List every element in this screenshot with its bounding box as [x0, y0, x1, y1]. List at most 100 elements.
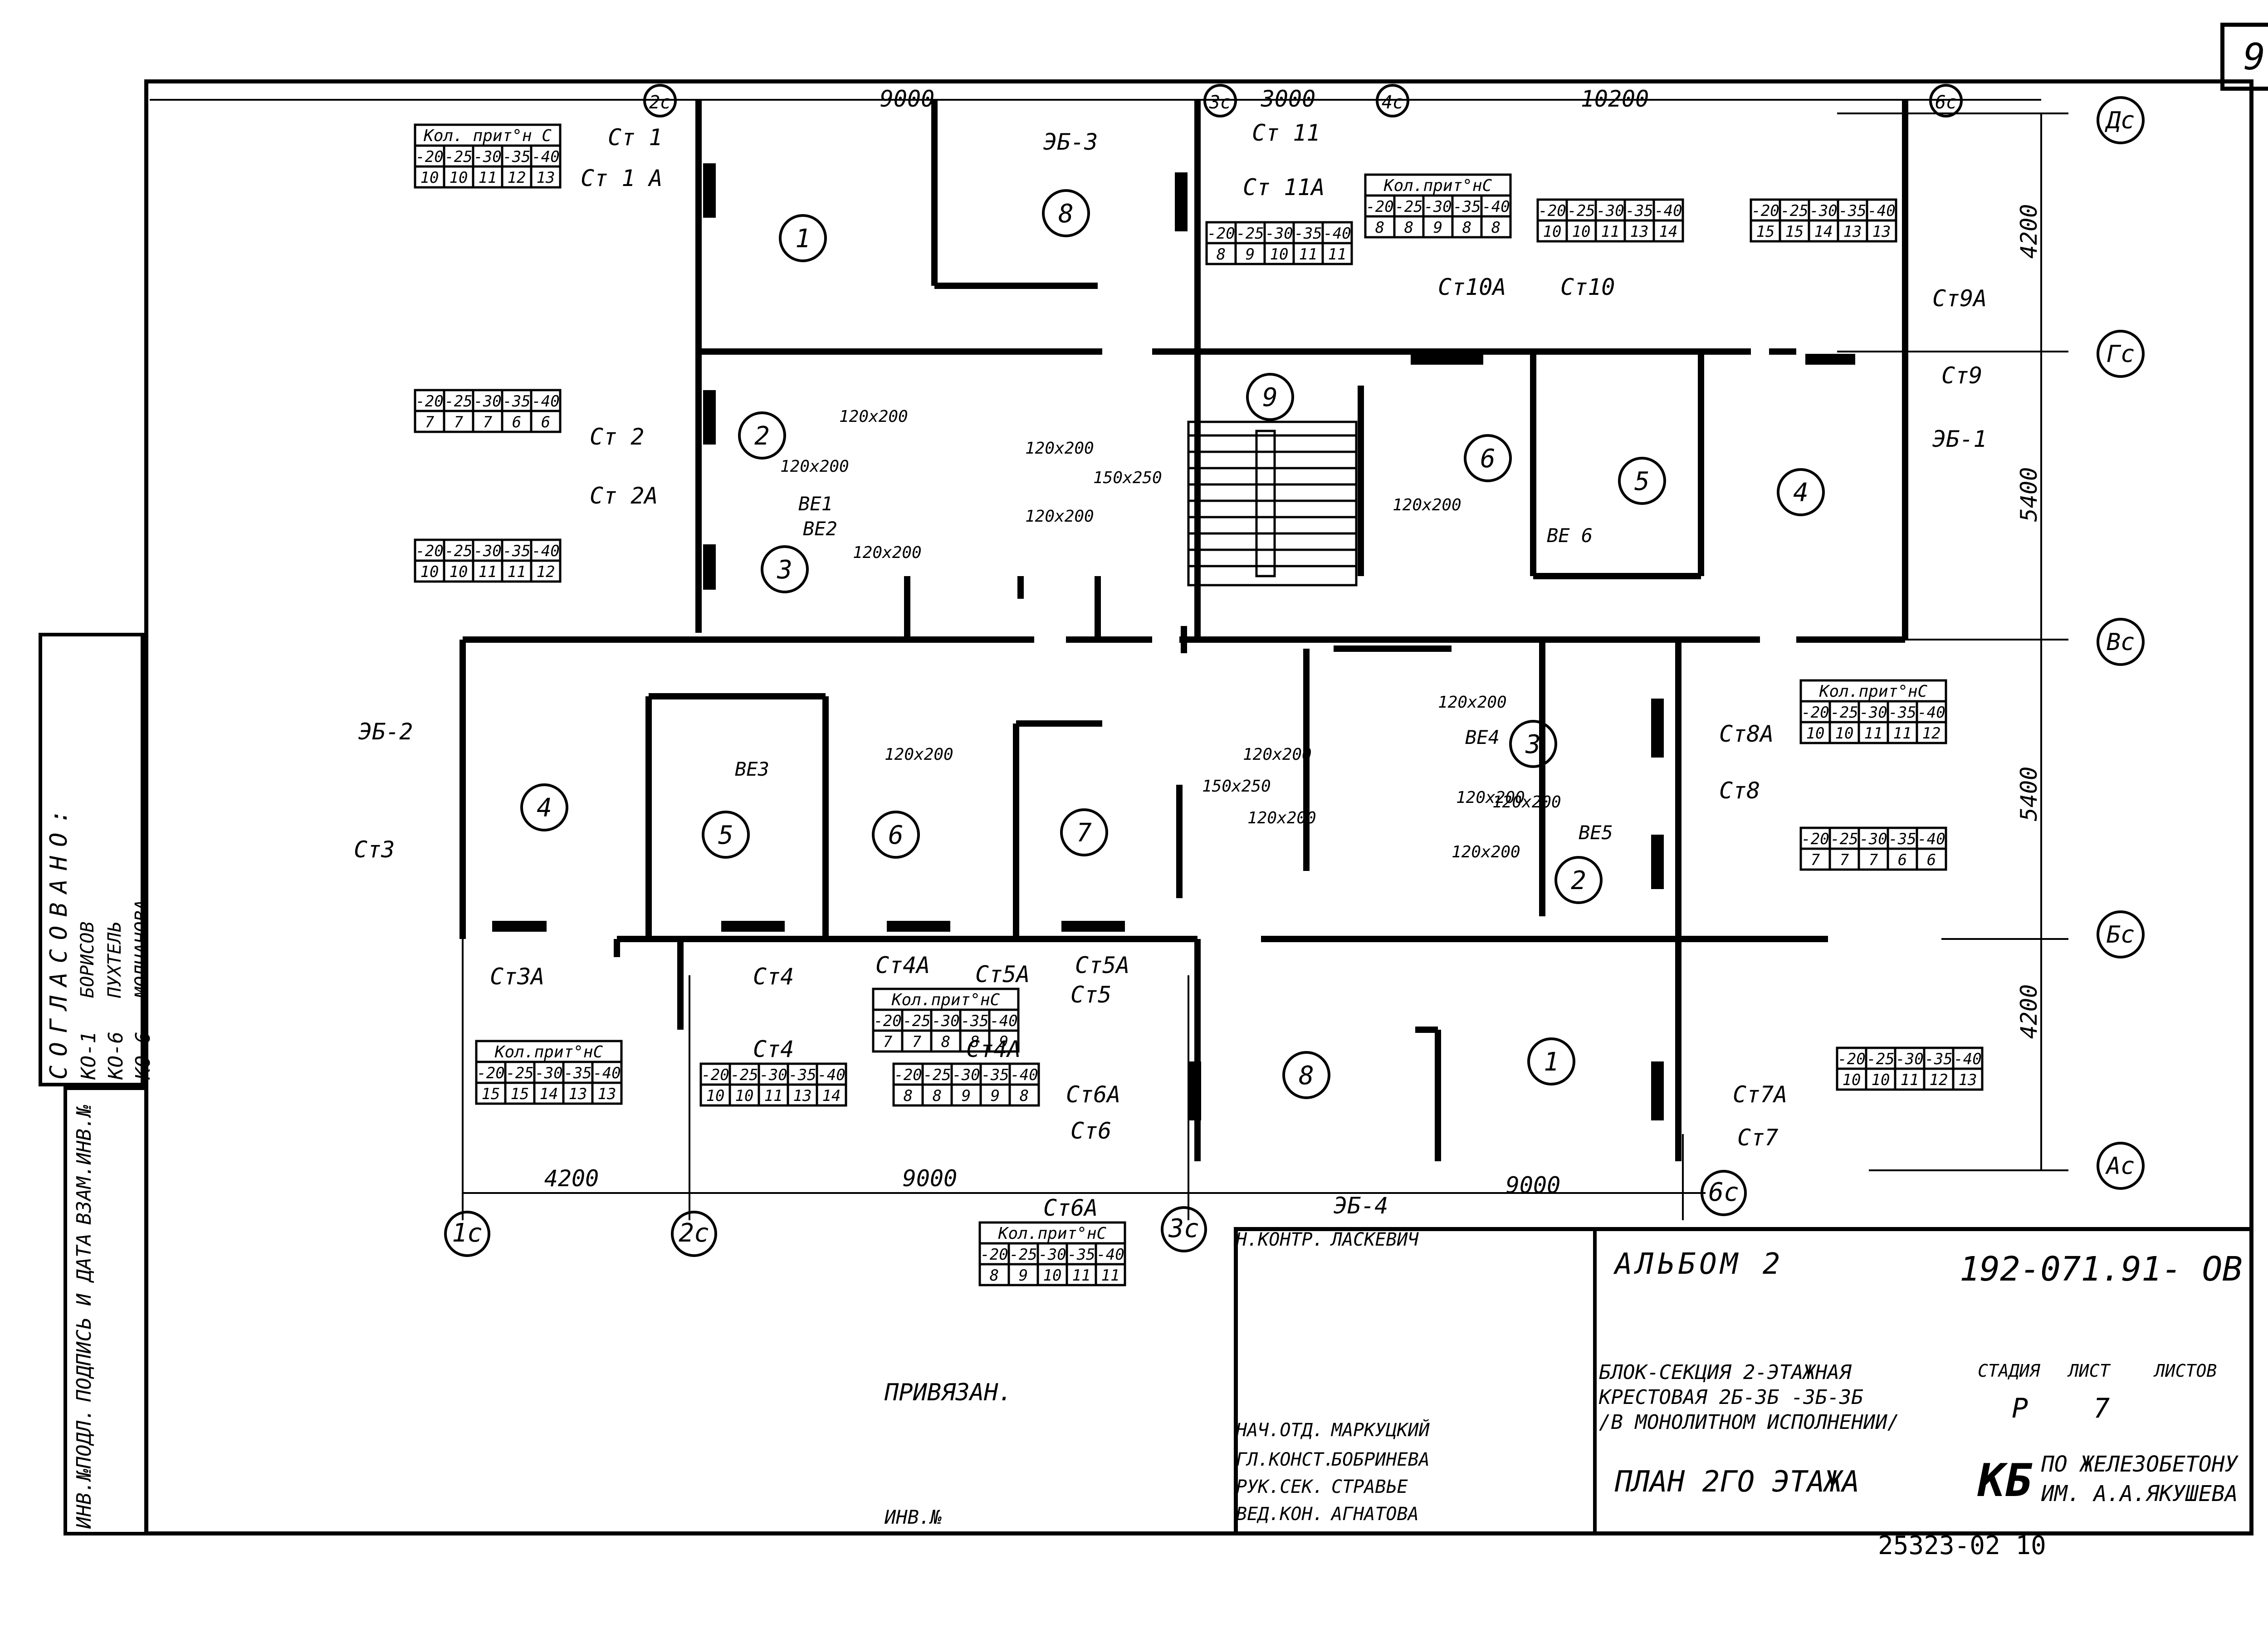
table-value: -30	[952, 1066, 980, 1084]
table-cell	[1916, 721, 1947, 744]
table-value: 6	[1898, 851, 1907, 869]
axis-label: 2с	[679, 1218, 709, 1248]
table-header: Кол.прит°нС	[1819, 682, 1928, 701]
duct-size: 120х200	[885, 745, 953, 764]
dimension-value: 5400	[2016, 467, 2042, 522]
table-value: 9	[999, 1033, 1008, 1051]
drawing-frame	[144, 79, 2253, 1535]
table-value: -25	[903, 1012, 930, 1030]
axis-label: Дс	[2105, 107, 2135, 134]
table-value: 7	[912, 1033, 922, 1051]
axis-bubble	[1929, 84, 1963, 117]
table-value: 10	[1835, 724, 1854, 743]
dimension-value: 9000	[880, 86, 934, 112]
table-value: 11	[1601, 223, 1620, 241]
room-number-circle	[738, 411, 786, 460]
table-value: 15	[482, 1085, 500, 1103]
approval-name: ПУХТЕЛЬ	[104, 921, 125, 998]
document-code: 192-071.91- ОВ	[1960, 1250, 2243, 1289]
walls	[459, 100, 1908, 1161]
staircase	[1187, 421, 1358, 587]
riser-label: Ст5	[1070, 982, 1111, 1008]
table-value: -25	[1009, 1246, 1037, 1264]
duct-size: 120х200	[1438, 693, 1507, 712]
signature-role: ГЛ.КОНСТ.	[1236, 1449, 1334, 1470]
table-value: 8	[904, 1087, 913, 1105]
room-number: 8	[1299, 1061, 1314, 1090]
title-block	[1234, 1227, 2253, 1535]
axis-label: 6с	[1935, 92, 1957, 113]
table-cell	[530, 410, 562, 433]
signature-role: РУК.СЕК.	[1236, 1477, 1324, 1497]
table-header: Кол.прит°нС	[998, 1224, 1107, 1243]
table-value: -35	[564, 1064, 591, 1082]
room-number-circle	[1527, 1037, 1575, 1085]
duct-size: 120х200	[1243, 745, 1312, 764]
table-value: -35	[1925, 1050, 1952, 1068]
description-line-3: /В МОНОЛИТНОМ ИСПОЛНЕНИИ/	[1599, 1411, 1900, 1434]
table-value: 7	[454, 413, 464, 431]
table-value: -25	[923, 1066, 951, 1084]
riser-label: Ст5А	[975, 961, 1030, 988]
radiator	[721, 921, 785, 932]
table-cell	[1321, 242, 1353, 265]
approval-name: МОЛЧАНОВА	[132, 900, 152, 998]
table-value: 7	[483, 413, 493, 431]
table-value: 8	[1462, 219, 1471, 237]
table-value: 6	[1927, 851, 1936, 869]
dimension-value: 9000	[1506, 1172, 1560, 1198]
table-value: -20	[701, 1066, 729, 1084]
table-value: -25	[1830, 830, 1858, 848]
table-value: 13	[793, 1087, 812, 1105]
table-cell	[1652, 219, 1684, 243]
riser-label: Ст6	[1070, 1118, 1111, 1144]
room-number-circle	[1246, 373, 1294, 421]
duct-size: 120х200	[839, 407, 908, 426]
riser-label: Ст 1 А	[581, 165, 663, 191]
radiator	[703, 390, 716, 445]
table-value: -25	[445, 542, 472, 560]
table-value: -20	[980, 1246, 1008, 1264]
wall-mark: ЭБ-2	[358, 719, 413, 745]
table-cell	[1008, 1083, 1040, 1107]
table-value: 13	[1959, 1071, 1977, 1089]
axis-bubble	[2097, 618, 2145, 666]
table-value: -40	[1323, 225, 1351, 243]
table-value: -35	[1625, 202, 1653, 220]
table-value: -25	[445, 148, 472, 166]
album-label: АЛЬБОМ 2	[1615, 1247, 1784, 1281]
radiator	[492, 921, 547, 932]
table-value: 10	[450, 169, 468, 187]
room-number: 9	[1262, 383, 1278, 412]
riser-label: Ст 11	[1252, 120, 1320, 146]
table-value: -20	[415, 392, 443, 411]
riser-label: Ст10	[1560, 274, 1615, 300]
duct-size: 120х200	[1492, 793, 1561, 812]
description-line-2: КРЕСТОВАЯ 2Б-3Б -3Б-3Б	[1599, 1386, 1863, 1409]
riser-label: Ст9А	[1932, 285, 1987, 312]
approval-title: СОГЛАСОВАНО:	[45, 800, 73, 1080]
room-number-circle	[761, 545, 809, 593]
table-value: 8	[941, 1033, 950, 1051]
table-value: 7	[883, 1033, 893, 1051]
sheet-label: ЛИСТ	[2068, 1361, 2110, 1381]
radiators	[492, 163, 1855, 1120]
riser-label: Ст8	[1719, 777, 1760, 804]
table-value: -30	[474, 542, 501, 560]
table-value: -25	[1236, 225, 1264, 243]
axis-label: Гс	[2107, 341, 2135, 368]
radiator	[1651, 1061, 1664, 1120]
table-header: Кол. прит°н С	[423, 127, 552, 145]
approval-name: БОРИСОВ	[77, 921, 98, 998]
table-value: 12	[508, 169, 526, 187]
table-value: 10	[1270, 245, 1289, 264]
table-value: -30	[474, 392, 501, 411]
table-value: -20	[874, 1012, 901, 1030]
axis-label: Ас	[2105, 1153, 2135, 1180]
table-value: 12	[1930, 1071, 1948, 1089]
riser-label: Ст 2	[590, 424, 644, 450]
axis-bubble	[2097, 330, 2145, 378]
table-value: -30	[1859, 704, 1887, 722]
